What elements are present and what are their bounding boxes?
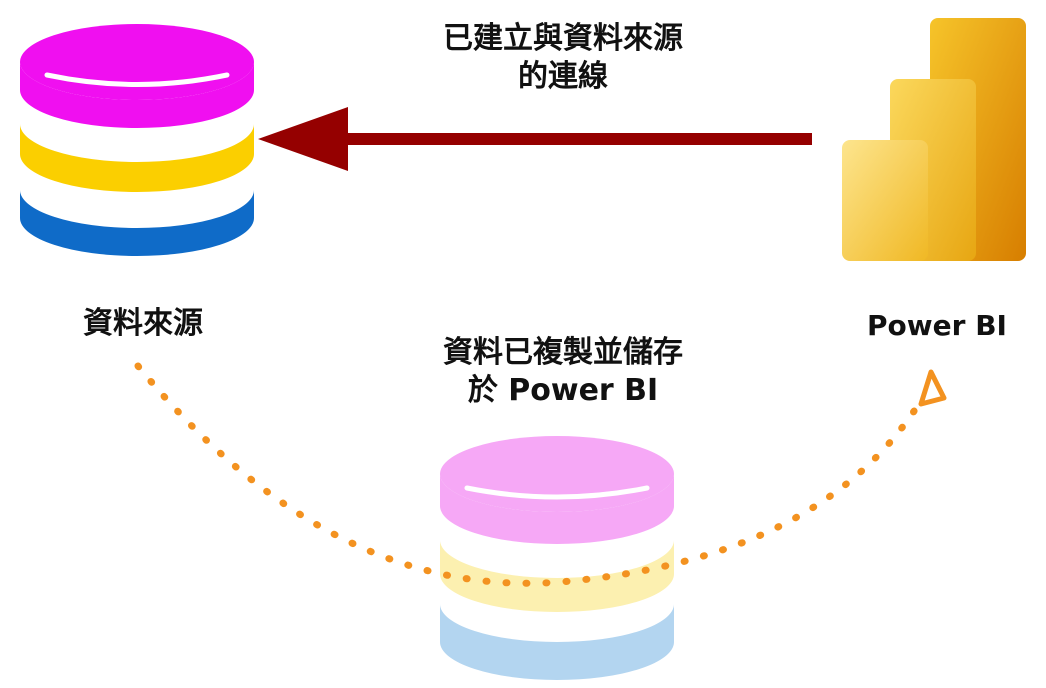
powerbi-label: Power BI xyxy=(867,309,1007,342)
copy-label-line1: 資料已複製並儲存 xyxy=(443,335,683,370)
copy-label: 資料已複製並儲存 於 Power BI xyxy=(398,334,728,410)
powerbi-logo-icon xyxy=(842,18,1026,261)
connection-arrow xyxy=(258,107,812,171)
arrow-label-line1: 已建立與資料來源 xyxy=(443,21,683,56)
source-label: 資料來源 xyxy=(83,306,203,341)
database-icon xyxy=(20,24,254,256)
database-copy-icon xyxy=(440,436,674,680)
arrow-label: 已建立與資料來源 的連線 xyxy=(398,20,728,96)
copy-path-arrowhead xyxy=(918,369,947,407)
copy-path-arrow xyxy=(134,362,947,587)
arrow-label-line2: 的連線 xyxy=(518,59,608,94)
copy-label-line2: 於 Power BI xyxy=(467,373,659,408)
